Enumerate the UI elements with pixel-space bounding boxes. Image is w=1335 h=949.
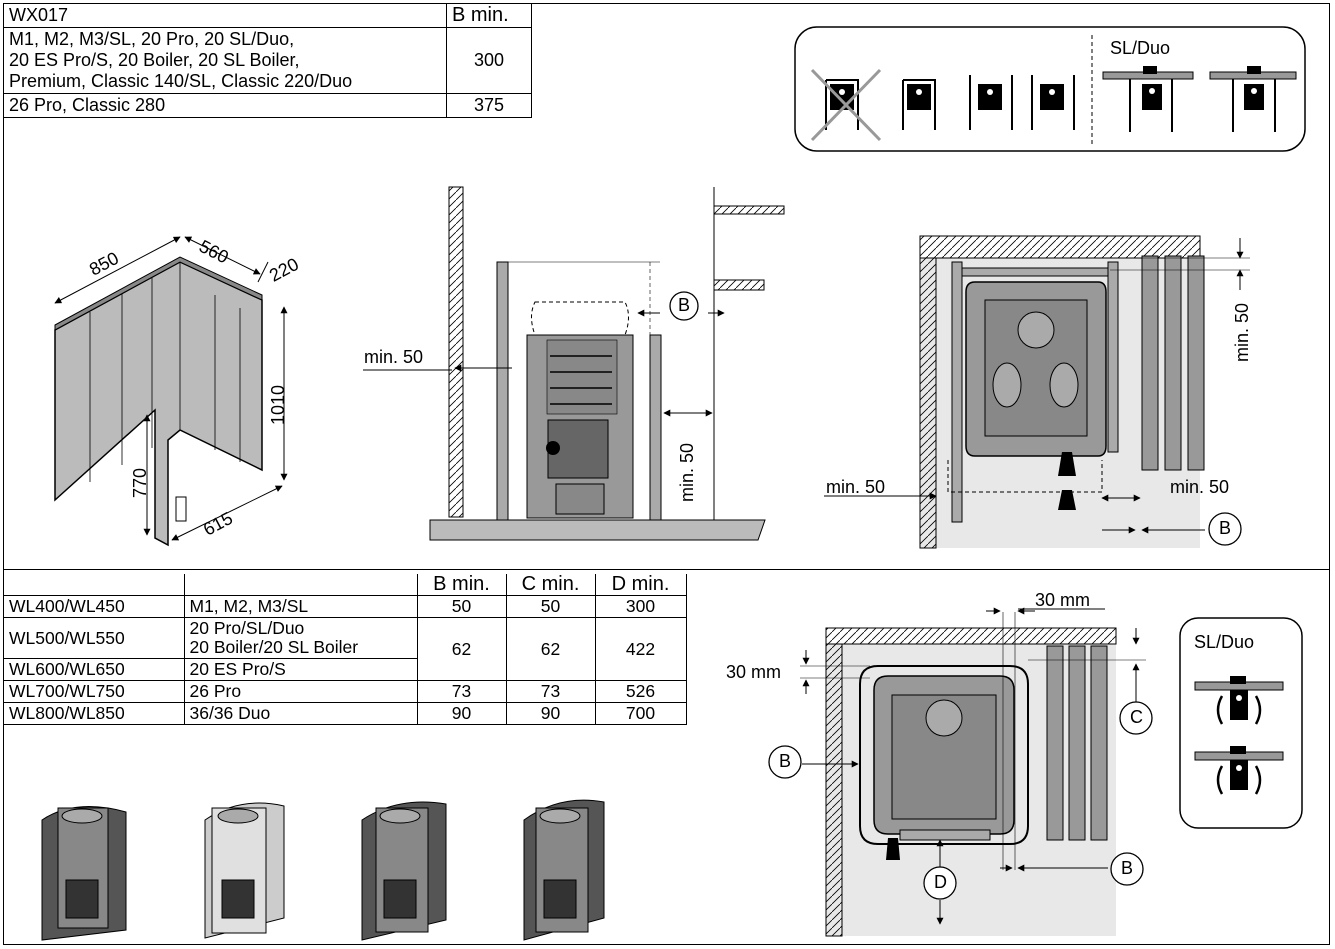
wl-table: B min. C min. D min. WL400/WL450 M1, M2,… [3,574,687,725]
mount-option-icon [1031,75,1075,130]
wl-code-cell: WL500/WL550 [3,617,185,659]
stove-thumbnail-2 [204,802,285,939]
b-value: 90 [416,702,507,725]
b-value: 62 [416,617,507,681]
stove-thumbnail-3 [361,801,447,941]
front-b-marker: B [678,295,691,315]
wl-model-cell: 20 Pro/SL/Duo 20 Boiler/20 SL Boiler [183,617,418,659]
model-line: M1, M2, M3/SL, 20 Pro, 20 SL/Duo, [9,29,295,49]
wl-code-cell: WL800/WL850 [3,702,185,725]
top2-d-marker: D [934,872,947,892]
front-min-left: min. 50 [364,347,424,367]
stove-thumbnail-4 [523,799,605,941]
wl-code-cell: WL600/WL650 [3,658,185,681]
top-view-2-drawing [768,607,1153,937]
page-frame [3,3,1330,945]
mount-option-icon [902,79,936,130]
d-value: 300 [594,595,687,618]
dim-1010: 1010 [268,384,288,425]
mounting-legend-bottom [1179,617,1303,829]
model-line: Premium, Classic 140/SL, Classic 220/Duo [9,71,353,91]
wl-code-cell: WL700/WL750 [3,680,185,703]
front-min-right: min. 50 [677,442,697,502]
top-view-1-drawing [824,235,1250,549]
d-value: 700 [594,702,687,725]
stove-thumbnail-1 [41,806,127,941]
dim-770: 770 [130,467,150,498]
c-value: 90 [505,702,596,725]
model-line: 20 ES Pro/S, 20 Boiler, 20 SL Boiler, [9,50,300,70]
top2-mm-top: 30 mm [1035,590,1091,610]
wl-model-cell: 36/36 Duo [183,702,418,725]
d-value: 526 [594,680,687,703]
wx017-models-cell: 26 Pro, Classic 280 [3,93,447,118]
b-value: 73 [416,680,507,703]
wx017-table: WX017 B min. M1, M2, M3/SL, 20 Pro, 20 S… [3,3,532,118]
top2-c-marker: C [1130,707,1143,727]
sl-duo-mount-icon [1102,66,1194,132]
top1-min-right: min. 50 [1170,477,1230,497]
top1-min-left: min. 50 [826,477,886,497]
top2-mm-left: 30 mm [726,662,782,682]
section-divider [3,569,1330,570]
model-line: 20 Boiler/20 SL Boiler [189,637,359,657]
top1-min-top: min. 50 [1232,302,1252,362]
sl-duo-label: SL/Duo [1110,38,1171,58]
wx017-models-cell: M1, M2, M3/SL, 20 Pro, 20 SL/Duo, 20 ES … [3,27,447,94]
isometric-wall-drawing [54,236,288,547]
bmin-header-cell: B min. [446,3,532,28]
wx017-header-cell: WX017 [3,3,447,28]
top2-b-right: B [1121,858,1134,878]
mounting-legend-top [794,26,1306,152]
dmin-header: D min. [594,574,687,596]
top2-b-left: B [779,751,792,771]
wl-model-cell: 26 Pro [183,680,418,703]
mount-option-icon [969,75,1013,130]
sl-duo-mount-icon [1209,66,1297,132]
bmin-value: 375 [446,93,532,118]
front-view-drawing [363,186,785,541]
model-line: 20 Pro/SL/Duo [189,618,305,638]
top1-b-marker: B [1219,518,1232,538]
sl-duo-label-bottom: SL/Duo [1194,632,1255,652]
bmin-value: 300 [446,27,532,94]
wrong-mount-icon [810,68,882,142]
